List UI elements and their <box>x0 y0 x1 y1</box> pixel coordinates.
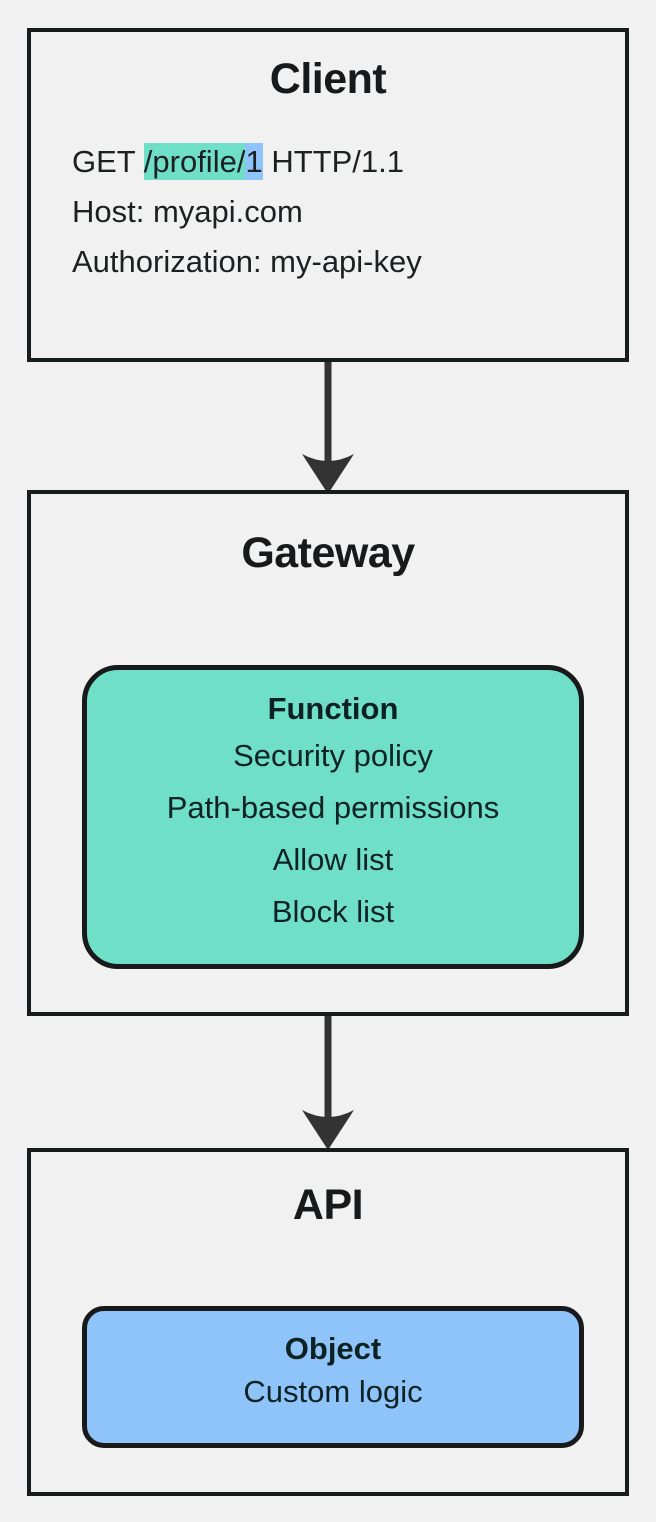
request-auth-line: Authorization: my-api-key <box>72 244 422 279</box>
request-line-start: GET /profile/1 HTTP/1.1 <box>72 137 625 187</box>
api-title: API <box>292 1181 364 1229</box>
request-id-highlight: 1 <box>245 143 263 180</box>
request-protocol: HTTP/1.1 <box>262 144 404 179</box>
request-path-highlight: /profile/ <box>143 143 246 180</box>
request-host-line: Host: myapi.com <box>72 194 303 229</box>
object-line-custom-logic: Custom logic <box>243 1374 423 1409</box>
gateway-title: Gateway <box>241 529 415 577</box>
node-gateway[interactable]: Gateway Function Security policy Path-ba… <box>27 490 629 1016</box>
function-line-block-list: Block list <box>271 894 395 929</box>
node-api[interactable]: API Object Custom logic <box>27 1148 629 1496</box>
function-line-security-policy: Security policy <box>233 738 433 773</box>
function-card-lines: Security policy Path-based permissions A… <box>87 730 579 938</box>
object-card-title: Object <box>284 1331 382 1366</box>
function-line-allow-list: Allow list <box>272 842 394 877</box>
request-method: GET <box>72 144 144 179</box>
function-line-path-permissions: Path-based permissions <box>166 790 500 825</box>
function-card-title: Function <box>267 691 399 726</box>
node-client[interactable]: Client GET /profile/1 HTTP/1.1 Host: mya… <box>27 28 629 362</box>
arrow-gateway-to-api <box>302 1016 354 1150</box>
client-title: Client <box>269 55 387 103</box>
card-function[interactable]: Function Security policy Path-based perm… <box>82 665 584 969</box>
card-object[interactable]: Object Custom logic <box>82 1306 584 1448</box>
arrow-client-to-gateway <box>302 362 354 494</box>
client-request-block: GET /profile/1 HTTP/1.1 Host: myapi.com … <box>72 137 625 287</box>
object-card-lines: Custom logic <box>87 1368 579 1416</box>
